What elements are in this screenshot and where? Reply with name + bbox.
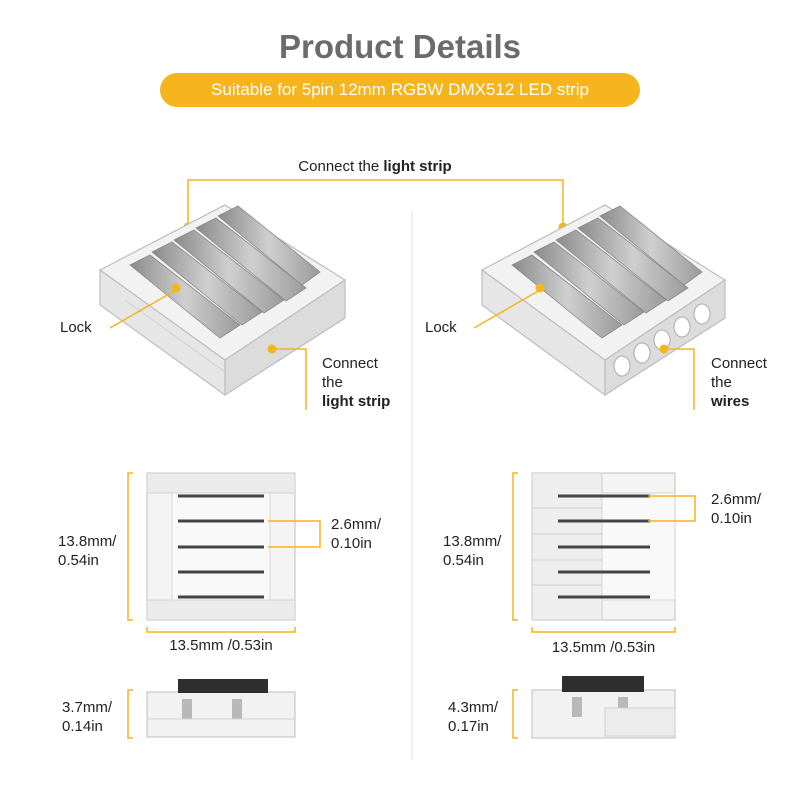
top-connect-label: Connect the light strip: [298, 158, 452, 175]
left-width-dimension: 13.5mm /0.53in: [169, 637, 273, 654]
wire-connector-top-view: [531, 472, 676, 621]
right-width-dimension: 13.5mm /0.53in: [551, 639, 656, 656]
right-connect-label: Connect the wires: [711, 355, 767, 410]
wire-connector-side-view: [531, 676, 676, 739]
right-height-dimension: 13.8mm/ 0.54in: [443, 533, 502, 569]
left-pitch-dimension: 2.6mm/ 0.10in: [331, 516, 382, 552]
right-lock-label: Lock: [425, 319, 457, 336]
left-lock-label: Lock: [60, 319, 92, 336]
top-callout-bracket: [187, 179, 564, 225]
wire-connector-icon: [480, 204, 727, 397]
left-thickness-dimension: 3.7mm/ 0.14in: [62, 699, 113, 735]
left-height-dimension: 13.8mm/ 0.54in: [58, 533, 117, 569]
page-title: Product Details: [278, 28, 522, 65]
right-pitch-dimension: 2.6mm/ 0.10in: [711, 491, 762, 527]
strip-connector-icon: [98, 204, 347, 397]
right-thickness-dimension: 4.3mm/ 0.17in: [448, 699, 499, 735]
strip-connector-side-view: [146, 679, 296, 738]
left-connect-label: Connect the light strip: [322, 355, 391, 410]
subtitle-badge: Suitable for 5pin 12mm RGBW DMX512 LED s…: [160, 73, 640, 107]
